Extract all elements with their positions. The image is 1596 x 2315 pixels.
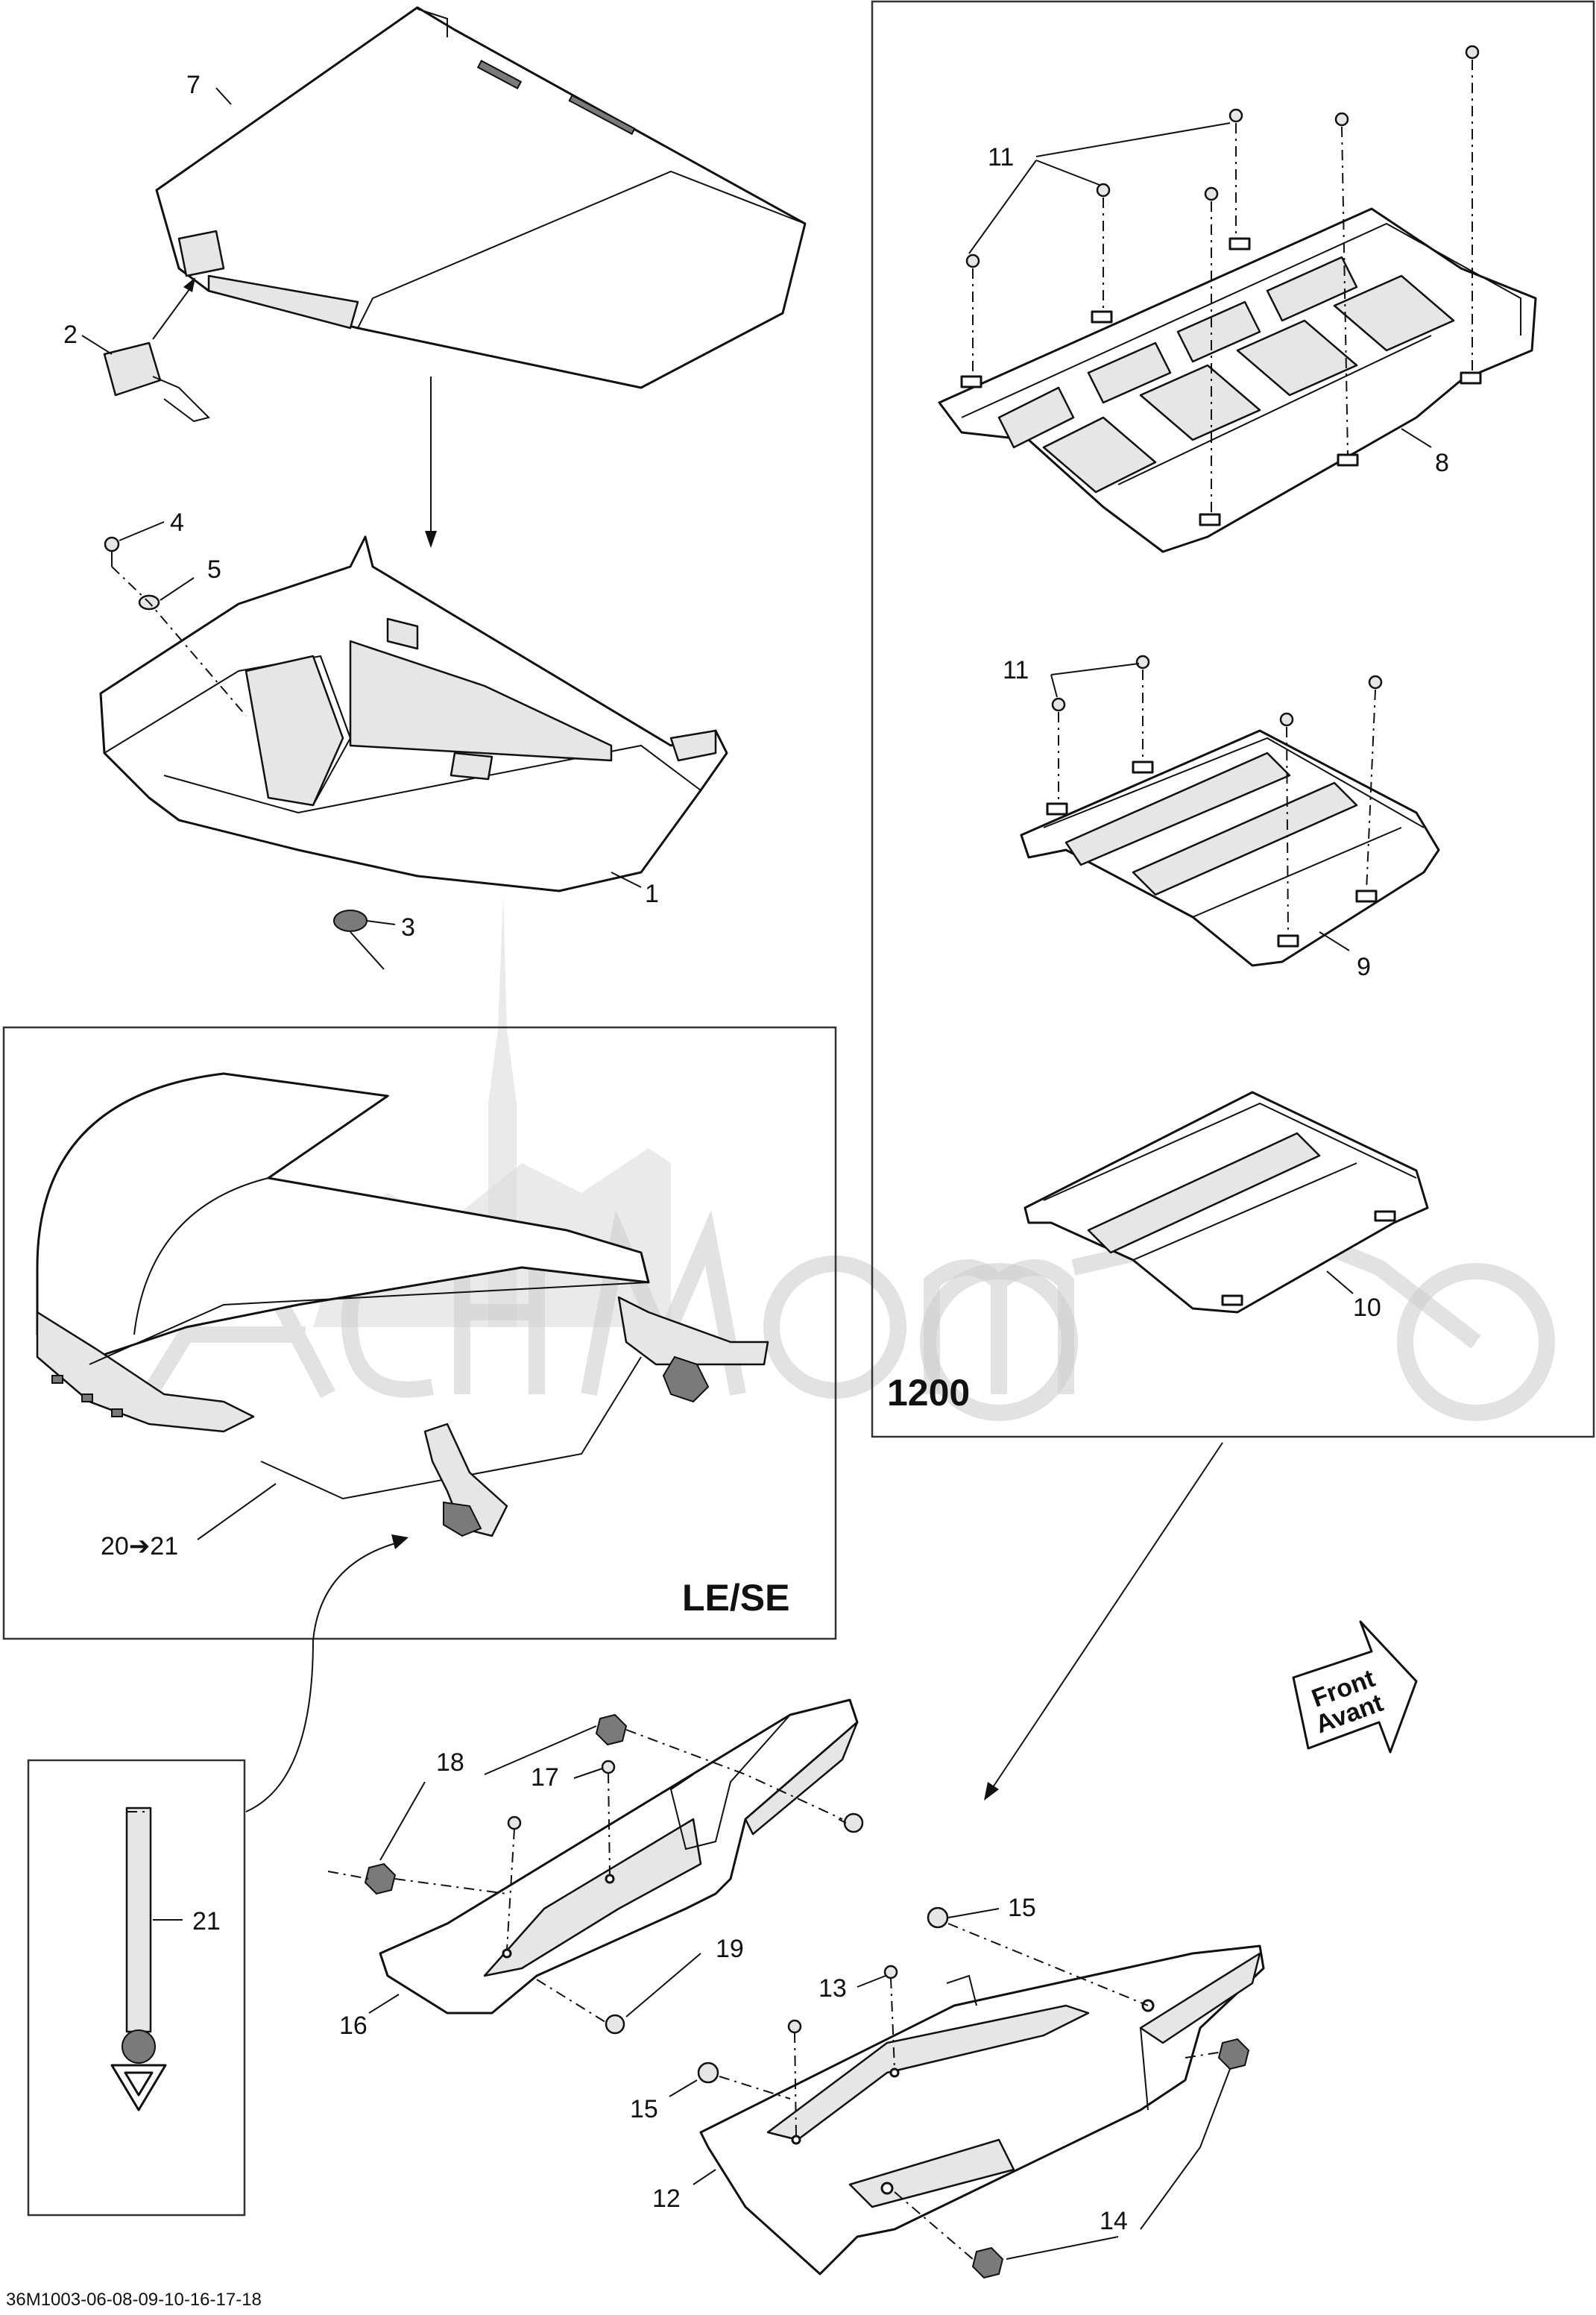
leader-8 — [1401, 428, 1432, 448]
mirror-clip — [103, 341, 210, 423]
nut-18-top — [595, 1713, 628, 1746]
callout-1: 1 — [645, 880, 659, 908]
callout-21: 21 — [192, 1907, 221, 1936]
callout-14: 14 — [1100, 2207, 1128, 2235]
callout-12: 12 — [652, 2185, 681, 2213]
callout-13: 13 — [818, 1974, 847, 2003]
leader-1 — [611, 872, 642, 888]
leader-13 — [857, 1975, 886, 1988]
front-avant-badge — [1292, 1620, 1418, 1754]
leader-19 — [625, 1953, 701, 2018]
leader-3 — [366, 920, 396, 925]
leader-2 — [81, 335, 113, 355]
callout-10: 10 — [1353, 1294, 1381, 1322]
callout-18: 18 — [436, 1748, 464, 1777]
footer-code: 36M1003-06-08-09-10-16-17-18 — [6, 2290, 262, 2310]
leader-11a — [968, 122, 1231, 254]
label-le-se: LE/SE — [682, 1577, 789, 1619]
leader-5 — [160, 577, 195, 601]
screws-11-mid — [1051, 655, 1383, 936]
grommet-3 — [333, 910, 385, 970]
box-le-se — [2, 1026, 837, 1640]
screws-11-top — [965, 45, 1480, 514]
assembly-arrow-1200 — [991, 1442, 1223, 1790]
callout-15-top: 15 — [1008, 1894, 1036, 1922]
callout-4: 4 — [170, 508, 184, 537]
callout-9: 9 — [1357, 953, 1371, 981]
leader-12 — [693, 2169, 716, 2185]
leader-11b — [1050, 663, 1140, 698]
box-strap-21 — [27, 1759, 246, 2217]
leader-16 — [368, 1994, 400, 2014]
windshield — [155, 6, 807, 389]
tunnel-panel-10 — [1023, 1091, 1429, 1314]
leader-18 — [379, 1725, 597, 1861]
nuts-14 — [971, 2038, 1250, 2279]
bolts-19 — [605, 1812, 864, 2035]
screws-17 — [506, 1760, 616, 1950]
tunnel-panel-8 — [938, 207, 1537, 553]
screws-13 — [787, 1965, 898, 2137]
strap-21 — [110, 1807, 167, 2111]
callout-2: 2 — [63, 321, 78, 349]
nut-18-left — [364, 1862, 397, 1895]
arrow-2 — [152, 283, 195, 340]
leader-14 — [1006, 2068, 1231, 2260]
leader-15 — [669, 1908, 1000, 2097]
leader-7 — [215, 87, 232, 105]
box-1200 — [871, 0, 1595, 1438]
leader-17 — [573, 1768, 603, 1779]
tunnel-panel-9 — [1020, 729, 1440, 967]
curved-arrow-21 — [245, 1543, 396, 1812]
side-panel-12 — [699, 1944, 1265, 2275]
windshield-le-se — [36, 1072, 769, 1537]
leader-4 — [119, 521, 165, 541]
callout-15-bottom: 15 — [630, 2095, 658, 2123]
callout-5: 5 — [207, 555, 221, 584]
callout-19: 19 — [716, 1935, 744, 1963]
callout-11-mid: 11 — [1003, 656, 1029, 684]
leader-10 — [1326, 1270, 1354, 1294]
screw-4 — [104, 536, 120, 567]
callout-16: 16 — [339, 2012, 368, 2040]
callout-8: 8 — [1435, 449, 1449, 477]
console-panel — [99, 535, 728, 892]
callout-17: 17 — [531, 1763, 559, 1792]
side-panel-16 — [379, 1698, 859, 2015]
callout-7: 7 — [186, 71, 201, 99]
leader-20-21 — [197, 1483, 277, 1540]
callout-20-21: 20➔21 — [101, 1532, 178, 1560]
label-1200: 1200 — [887, 1372, 970, 1414]
bolts-15 — [697, 1906, 949, 2084]
callout-11-top: 11 — [988, 143, 1014, 171]
callout-3: 3 — [401, 913, 415, 942]
leader-9 — [1319, 931, 1350, 951]
